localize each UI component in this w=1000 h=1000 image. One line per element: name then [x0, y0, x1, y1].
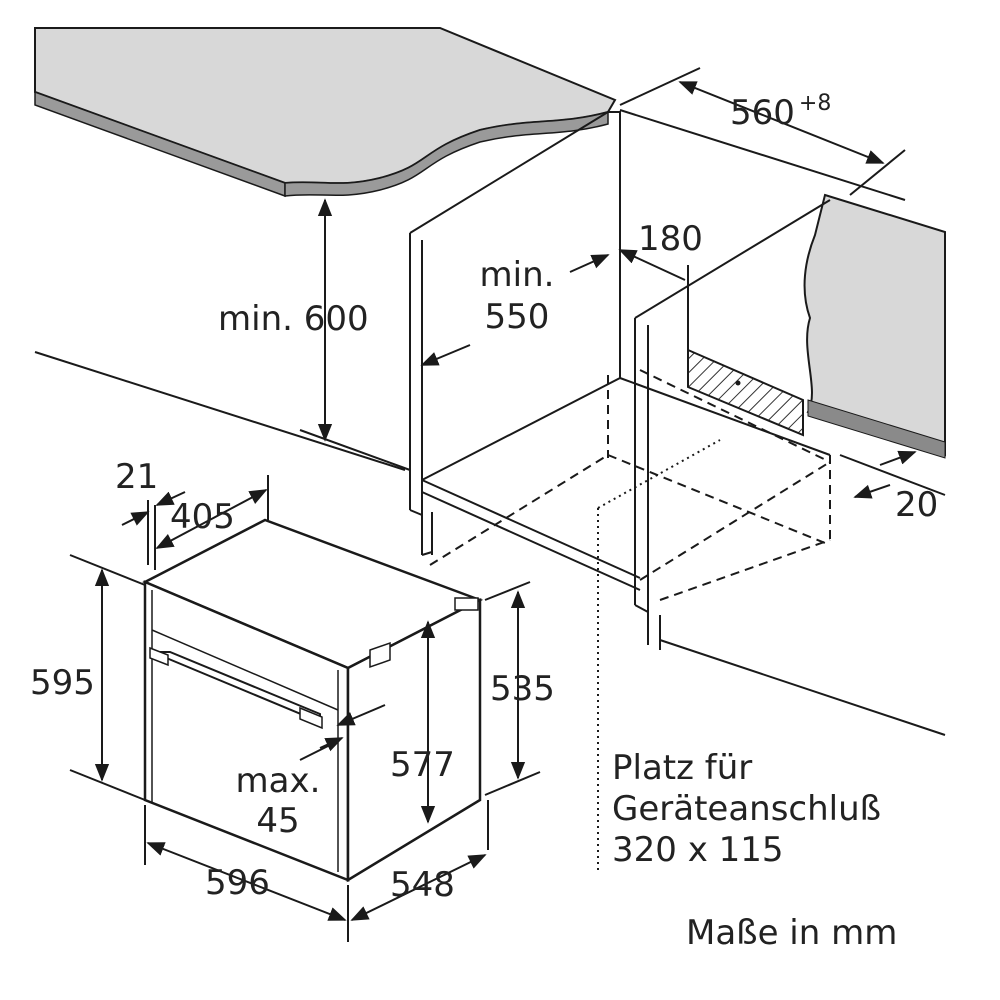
dim-oven-405: 405 — [170, 497, 235, 537]
connection-note-line2: Geräteanschluß — [612, 788, 882, 829]
dim-oven-width: 596 — [205, 863, 270, 903]
connection-note-line1: Platz für — [612, 748, 753, 788]
dim-handle-value: 45 — [256, 801, 300, 841]
dim-width-tolerance: +8 — [798, 91, 832, 116]
dim-handle-label: max. — [235, 761, 321, 801]
units-note: Maße in mm — [686, 913, 898, 953]
connection-note: Platz für Geräteanschluß 320 x 115 — [612, 748, 881, 870]
dim-depth-value: 550 — [484, 297, 550, 337]
dim-oven-depth: 548 — [390, 865, 455, 905]
dim-oven-handle: max.45 — [228, 764, 328, 838]
dim-width-cabinet: 560+8 — [730, 93, 831, 133]
cabinet-niche — [409, 111, 831, 650]
dim-width-cabinet-value: 560 — [730, 93, 795, 133]
dim-back-gap: 20 — [895, 485, 939, 525]
dim-connection-offset: 180 — [638, 219, 703, 259]
right-counter — [803, 193, 946, 459]
dim-depth-prefix: min. — [479, 255, 555, 295]
connection-space-outline — [597, 439, 721, 870]
niche-hidden-edges — [429, 369, 831, 601]
dim-depth-cabinet: min.550 — [472, 258, 562, 334]
connection-note-line3: 320 x 115 — [612, 829, 784, 870]
dimension-lines — [69, 67, 946, 942]
dim-height-cabinet: min. 600 — [218, 299, 369, 339]
connection-box — [687, 348, 804, 437]
dim-oven-21: 21 — [115, 457, 159, 497]
countertop — [34, 27, 617, 198]
dim-oven-body-height: 535 — [490, 669, 555, 709]
dim-oven-inner-height: 577 — [390, 745, 455, 785]
dim-oven-height: 595 — [30, 663, 95, 703]
